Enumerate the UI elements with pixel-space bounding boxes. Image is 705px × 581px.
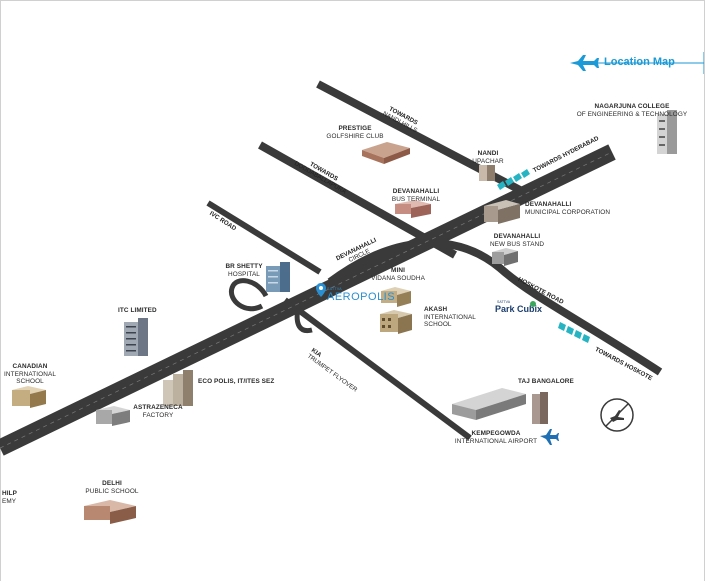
- nandi-upachar-building: [479, 165, 495, 181]
- label-taj: TAJ BANGALORE: [518, 378, 574, 385]
- astrazeneca-building: [96, 406, 130, 426]
- project-name: AEROPOLIS: [327, 291, 396, 303]
- delhi-school-building: [84, 500, 136, 524]
- label-eco-polis: ECO POLIS, IT/ITES SEZ: [198, 378, 275, 385]
- park-cubix-marker-icon: [530, 301, 536, 307]
- trumpet-ramp: [294, 307, 313, 334]
- bus-terminal-building: [395, 200, 431, 218]
- eco-polis-building: [163, 370, 193, 406]
- itc-building: [124, 318, 148, 356]
- mini-vidana-building: [381, 287, 411, 307]
- prestige-golfshire-building: [362, 142, 410, 164]
- location-map-header: Location Map: [570, 52, 704, 74]
- hoskote-road: [327, 239, 663, 376]
- canadian-school-building: [12, 386, 46, 408]
- br-shetty-building: [266, 262, 290, 292]
- label-itc: ITC LIMITED: [118, 307, 157, 314]
- arrows-towards-hyderabad: [497, 169, 530, 190]
- project-brand-small: SATTVA: [327, 287, 342, 291]
- frame-left-line: [0, 0, 1, 581]
- municipal-building: [484, 200, 520, 224]
- arrows-towards-hoskote: [558, 322, 590, 343]
- taj-building: [532, 392, 548, 424]
- no-airplane-symbol-icon: [600, 398, 634, 432]
- nagarjuna-building: [657, 110, 677, 154]
- project-aeropolis-logo: SATTVA AEROPOLIS: [327, 287, 395, 303]
- airplane-icon-airport: [540, 429, 559, 445]
- frame-top-line: [0, 0, 705, 1]
- kia-road: [283, 297, 472, 441]
- location-pin-icon: [316, 283, 326, 297]
- location-map-title: Location Map: [604, 56, 675, 68]
- airport-terminal-building: [452, 388, 526, 420]
- park-cubix-brand-small: SATTVA: [497, 300, 511, 304]
- doddaballapura-road: [258, 141, 457, 259]
- park-cubix-logo: Park Cubix: [495, 304, 543, 314]
- akash-school-building: [380, 310, 412, 334]
- new-bus-stand-building: [492, 248, 518, 266]
- airplane-icon: [570, 52, 704, 74]
- ivc-road: [206, 200, 322, 275]
- highway-center-line: [0, 151, 613, 449]
- trumpet-loop: [228, 278, 269, 312]
